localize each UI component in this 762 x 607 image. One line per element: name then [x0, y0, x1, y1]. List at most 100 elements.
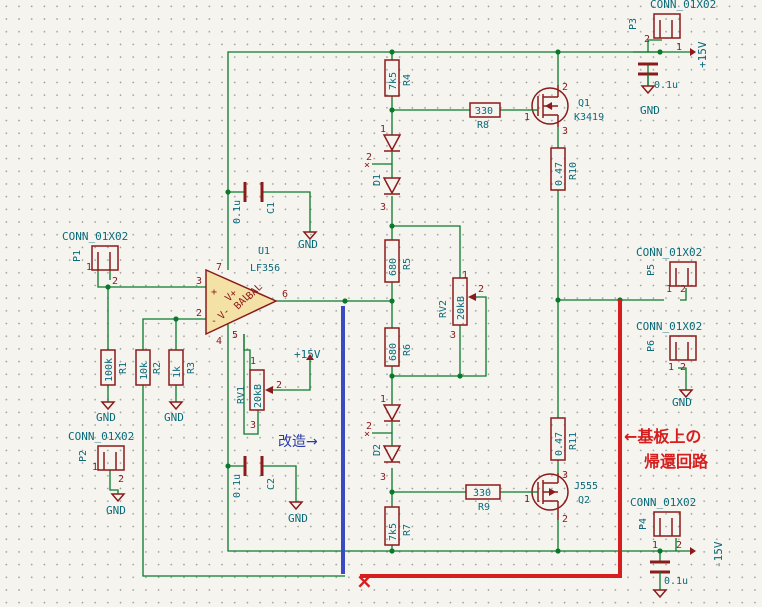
r9-ref: R9 [478, 502, 490, 513]
svg-text:P1: P1 [72, 250, 83, 262]
resistor-r4 [384, 59, 400, 97]
svg-text:1: 1 [652, 540, 658, 551]
svg-text:1: 1 [380, 124, 386, 135]
junctions [105, 49, 663, 554]
cap-c3: 0.1u [638, 62, 678, 91]
svg-text:3: 3 [250, 420, 256, 431]
svg-text:P6: P6 [646, 340, 657, 352]
wires [97, 39, 690, 577]
conn-p4: CONN_01X02 P4 1 2 [630, 496, 696, 551]
return-path-line [360, 300, 622, 578]
svg-text:1: 1 [666, 284, 672, 295]
r8-value: 330 [475, 106, 493, 117]
svg-text:P2: P2 [78, 450, 89, 462]
conn-p2: CONN_01X02 P2 1 2 [68, 430, 134, 485]
svg-text:2: 2 [118, 474, 124, 485]
svg-text:2: 2 [680, 284, 686, 295]
opamp-minus-sign: - [211, 316, 217, 327]
opamp-u1: + - V+ V- BAL BAL U1 LF356 3 2 6 7 4 5 [196, 246, 288, 347]
opamp-pin5: 5 [232, 330, 238, 341]
svg-text:J555: J555 [574, 481, 598, 492]
svg-text:3: 3 [450, 330, 456, 341]
svg-text:2: 2 [562, 82, 568, 93]
svg-text:1: 1 [462, 270, 468, 281]
cap-c4: 0.1u [650, 560, 688, 590]
svg-text:K3419: K3419 [574, 112, 604, 123]
svg-text:CONN_01X02: CONN_01X02 [650, 0, 716, 11]
r1-ref: R1 [118, 362, 129, 374]
svg-text:1: 1 [86, 262, 92, 273]
svg-text:2: 2 [676, 540, 682, 551]
svg-text:0.1u: 0.1u [232, 474, 243, 498]
pot-rv2: 20kB RV2 2 1 3 [438, 270, 484, 341]
resistor-r7 [384, 506, 400, 546]
r7-value: 7k5 [388, 523, 399, 541]
r11-ref: R11 [568, 432, 579, 450]
svg-text:3: 3 [562, 470, 568, 481]
r7-ref: R7 [402, 524, 413, 536]
r5-value: 680 [388, 258, 399, 276]
svg-text:1: 1 [524, 112, 530, 123]
svg-text:2: 2 [366, 421, 372, 432]
svg-text:2: 2 [276, 380, 282, 391]
r10-ref: R10 [568, 162, 579, 180]
ground-symbols: GND GND GND GND GND GND GND [96, 85, 694, 599]
svg-text:2: 2 [644, 34, 650, 45]
svg-text:C2: C2 [266, 478, 277, 490]
resistor-r11 [550, 417, 566, 461]
opamp-ref: U1 [258, 246, 270, 257]
opamp-pin6: 6 [282, 289, 288, 300]
svg-text:1: 1 [524, 494, 530, 505]
svg-text:GND: GND [288, 512, 308, 525]
cap-c2: 0.1u C2 [232, 456, 277, 498]
svg-text:Q2: Q2 [578, 495, 590, 506]
r9-value: 330 [473, 488, 491, 499]
r10-value: 0.47 [554, 162, 565, 186]
svg-text:1: 1 [92, 462, 98, 473]
opamp-pin3: 3 [196, 276, 202, 287]
svg-text:2: 2 [478, 284, 484, 295]
svg-text:GND: GND [640, 104, 660, 117]
pot-rv1: 20kB RV1 2 1 3 [236, 356, 282, 431]
r8-ref: R8 [477, 120, 489, 131]
svg-text:Q1: Q1 [578, 98, 590, 109]
r3-value: 1k [172, 366, 183, 378]
svg-text:P3: P3 [628, 18, 639, 30]
opamp-value: LF356 [250, 263, 280, 274]
svg-text:0.1u: 0.1u [654, 80, 678, 91]
r2-ref: R2 [152, 362, 163, 374]
kaizo-note: 改造→ [278, 434, 318, 450]
r1-value: 100k [104, 358, 115, 382]
cut-mark: × [356, 569, 373, 593]
r4-value: 7k5 [388, 72, 399, 90]
r5-ref: R5 [402, 258, 413, 270]
svg-text:1: 1 [668, 362, 674, 373]
opamp-pin4: 4 [216, 336, 222, 347]
svg-text:GND: GND [164, 411, 184, 424]
svg-text:1: 1 [250, 356, 256, 367]
diode-d1: × 2 D1 1 3 [364, 124, 402, 213]
resistor-r10 [550, 147, 566, 191]
svg-text:D2: D2 [372, 444, 383, 456]
svg-text:×: × [364, 429, 370, 440]
resistor-r1 [100, 349, 116, 386]
svg-text:-15V: -15V [712, 541, 725, 568]
svg-text:GND: GND [96, 411, 116, 424]
svg-text:RV2: RV2 [438, 300, 449, 318]
svg-text:+15V: +15V [294, 348, 321, 361]
r11-value: 0.47 [554, 432, 565, 456]
mosfet-q2: J555 Q2 3 2 1 [524, 470, 598, 525]
cap-c1: 0.1u C1 [232, 182, 277, 224]
svg-text:CONN_01X02: CONN_01X02 [68, 430, 134, 443]
svg-text:0.1u: 0.1u [664, 576, 688, 587]
conn-p3: CONN_01X02 P3 2 1 [628, 0, 716, 53]
svg-text:CONN_01X02: CONN_01X02 [62, 230, 128, 243]
svg-text:P5: P5 [646, 264, 657, 276]
resistor-r9 [465, 484, 501, 500]
r3-ref: R3 [186, 362, 197, 374]
svg-text:0.1u: 0.1u [232, 200, 243, 224]
conn-p5: CONN_01X02 P5 1 2 [636, 246, 702, 295]
svg-text:1: 1 [676, 42, 682, 53]
